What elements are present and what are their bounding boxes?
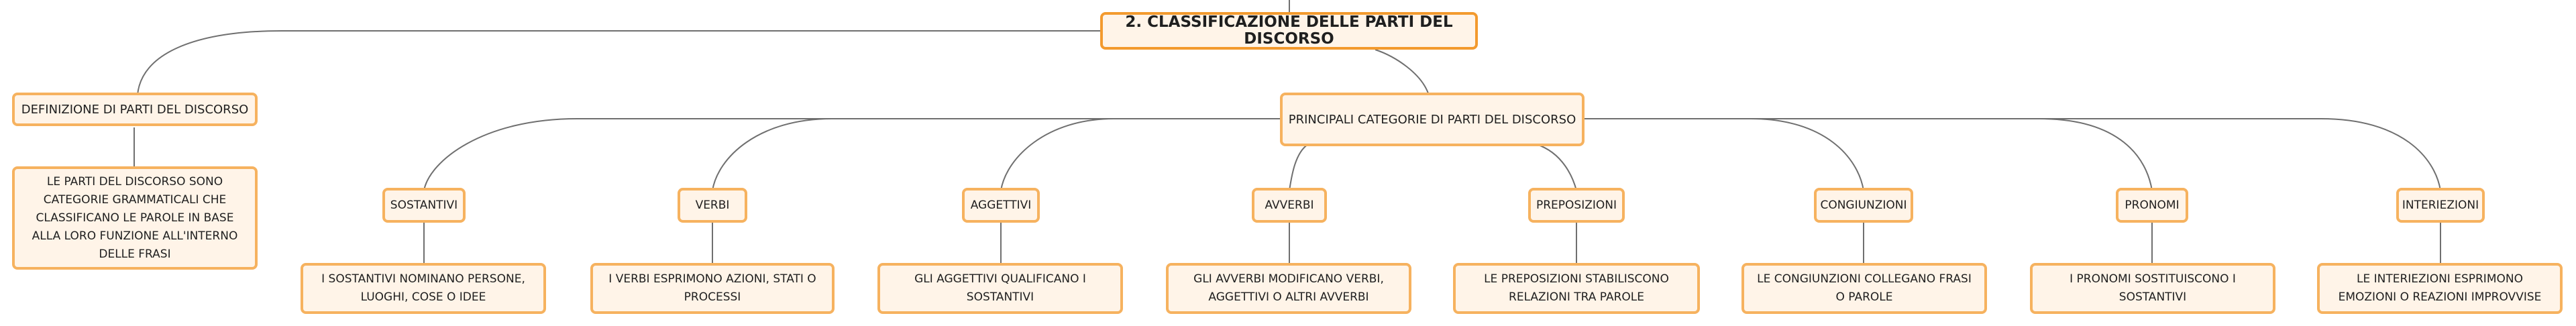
category-label: VERBI: [695, 198, 730, 212]
edge-root-hub: [1375, 49, 1430, 96]
category-description: LE INTERIEZIONI ESPRIMONO EMOZIONI O REA…: [2338, 272, 2542, 304]
category-label: PRONOMI: [2125, 198, 2180, 212]
definition-text-node[interactable]: LE PARTI DEL DISCORSO SONO CATEGORIE GRA…: [12, 166, 258, 270]
description-node-interiezioni[interactable]: LE INTERIEZIONI ESPRIMONO EMOZIONI O REA…: [2317, 263, 2563, 314]
category-description: I PRONOMI SOSTITUISCONO I SOSTANTIVI: [2070, 272, 2236, 304]
root-topic-label: 2. CLASSIFICAZIONE DELLE PARTI DEL DISCO…: [1125, 13, 1453, 48]
definition-node[interactable]: DEFINIZIONE DI PARTI DEL DISCORSO: [12, 93, 258, 126]
category-node-congiunzioni[interactable]: CONGIUNZIONI: [1814, 188, 1913, 223]
category-label: INTERIEZIONI: [2402, 198, 2479, 212]
edge-hub-sostantivi: [423, 118, 1281, 191]
categories-hub-label: PRINCIPALI CATEGORIE DI PARTI DEL DISCOR…: [1288, 112, 1576, 127]
definition-title: DEFINIZIONE DI PARTI DEL DISCORSO: [21, 102, 249, 117]
root-topic-node[interactable]: 2. CLASSIFICAZIONE DELLE PARTI DEL DISCO…: [1100, 12, 1478, 50]
description-node-preposizioni[interactable]: LE PREPOSIZIONI STABILISCONO RELAZIONI T…: [1453, 263, 1700, 314]
description-node-verbi[interactable]: I VERBI ESPRIMONO AZIONI, STATI O PROCES…: [590, 263, 835, 314]
edge-hub-interiezioni: [1583, 118, 2441, 191]
category-description: I VERBI ESPRIMONO AZIONI, STATI O PROCES…: [608, 272, 816, 304]
category-node-preposizioni[interactable]: PREPOSIZIONI: [1528, 188, 1625, 223]
category-label: AVVERBI: [1265, 198, 1314, 212]
edge-hub-avverbi: [1289, 144, 1309, 191]
category-description: GLI AGGETTIVI QUALIFICANO I SOSTANTIVI: [914, 272, 1086, 304]
description-node-congiunzioni[interactable]: LE CONGIUNZIONI COLLEGANO FRASI O PAROLE: [1741, 263, 1987, 314]
category-description: LE PREPOSIZIONI STABILISCONO RELAZIONI T…: [1484, 272, 1669, 304]
description-node-aggettivi[interactable]: GLI AGGETTIVI QUALIFICANO I SOSTANTIVI: [877, 263, 1123, 314]
category-node-sostantivi[interactable]: SOSTANTIVI: [382, 188, 466, 223]
edge-hub-aggettivi: [1000, 118, 1281, 191]
categories-hub-node[interactable]: PRINCIPALI CATEGORIE DI PARTI DEL DISCOR…: [1280, 93, 1585, 146]
description-node-sostantivi[interactable]: I SOSTANTIVI NOMINANO PERSONE, LUOGHI, C…: [301, 263, 546, 314]
category-label: CONGIUNZIONI: [1820, 198, 1907, 212]
category-description: GLI AVVERBI MODIFICANO VERBI, AGGETTIVI …: [1193, 272, 1384, 304]
edge-hub-preposizioni: [1536, 144, 1577, 191]
category-label: SOSTANTIVI: [390, 198, 458, 212]
description-node-avverbi[interactable]: GLI AVVERBI MODIFICANO VERBI, AGGETTIVI …: [1166, 263, 1411, 314]
category-node-pronomi[interactable]: PRONOMI: [2116, 188, 2188, 223]
category-node-interiezioni[interactable]: INTERIEZIONI: [2396, 188, 2485, 223]
category-description: I SOSTANTIVI NOMINANO PERSONE, LUOGHI, C…: [321, 272, 525, 304]
category-node-verbi[interactable]: VERBI: [678, 188, 747, 223]
category-label: PREPOSIZIONI: [1536, 198, 1617, 212]
category-description: LE CONGIUNZIONI COLLEGANO FRASI O PAROLE: [1757, 272, 1972, 304]
edge-hub-pronomi: [1583, 118, 2153, 191]
category-node-aggettivi[interactable]: AGGETTIVI: [962, 188, 1040, 223]
category-label: AGGETTIVI: [970, 198, 1032, 212]
edge-hub-congiunzioni: [1583, 118, 1864, 191]
edge-root-definition: [137, 30, 1100, 96]
category-node-avverbi[interactable]: AVVERBI: [1252, 188, 1327, 223]
definition-text: LE PARTI DEL DISCORSO SONO CATEGORIE GRA…: [32, 174, 238, 261]
edge-hub-verbi: [712, 118, 1281, 191]
description-node-pronomi[interactable]: I PRONOMI SOSTITUISCONO I SOSTANTIVI: [2030, 263, 2275, 314]
